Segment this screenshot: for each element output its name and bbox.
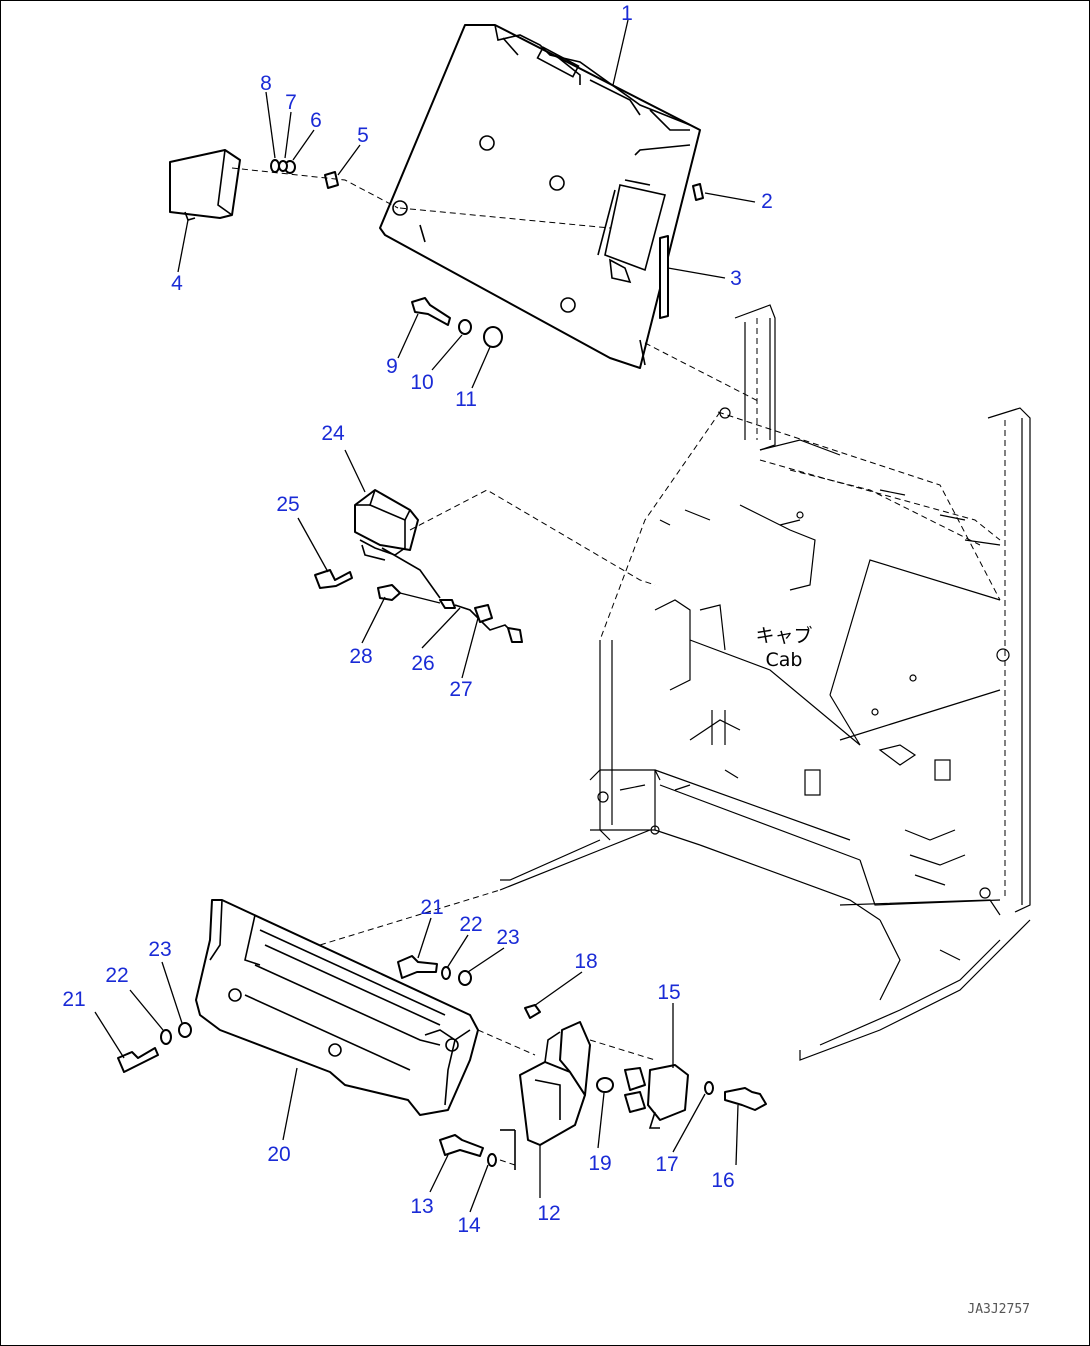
callout-15: 15 xyxy=(657,981,680,1004)
part-19-grommet xyxy=(596,1077,614,1093)
callout-10: 10 xyxy=(410,371,433,394)
part-15-relay xyxy=(624,1064,689,1129)
callout-19: 19 xyxy=(588,1152,611,1175)
part-21-bolt-left xyxy=(117,1047,159,1073)
callout-3: 3 xyxy=(730,267,742,290)
part-16-bolt xyxy=(724,1087,767,1111)
drawing-reference: JA3J2757 xyxy=(967,1302,1030,1317)
callout-12: 12 xyxy=(537,1202,560,1225)
top-cover-assembly xyxy=(379,24,761,403)
part-22-washer-left xyxy=(160,1029,172,1045)
callout-17: 17 xyxy=(655,1153,678,1176)
callout-13: 13 xyxy=(410,1195,433,1218)
callout-4: 4 xyxy=(171,272,183,295)
callout-26: 26 xyxy=(411,652,434,675)
callout-22-middle: 22 xyxy=(459,913,482,936)
part-22-washer-middle xyxy=(441,966,451,980)
callout-23-left: 23 xyxy=(148,938,171,961)
callout-20: 20 xyxy=(267,1143,290,1166)
callout-16: 16 xyxy=(711,1169,734,1192)
part-20-lower-cover xyxy=(195,899,479,1116)
cab-label-en: Cab xyxy=(766,649,803,671)
cab-label-jp: キャブ xyxy=(755,624,812,647)
part-10-washer xyxy=(458,319,472,335)
callout-22-left: 22 xyxy=(105,964,128,987)
part-25-bolt xyxy=(314,569,353,589)
part-3-seal-strip xyxy=(659,235,669,319)
callout-1: 1 xyxy=(621,2,633,25)
callout-28: 28 xyxy=(349,645,372,668)
callout-23-middle: 23 xyxy=(496,926,519,949)
callout-5: 5 xyxy=(357,124,369,147)
callout-14: 14 xyxy=(457,1214,481,1237)
part-28-clip xyxy=(377,584,401,601)
cab-frame xyxy=(499,304,1031,1061)
callout-2: 2 xyxy=(761,190,773,213)
callout-24: 24 xyxy=(321,422,345,445)
callout-11: 11 xyxy=(455,388,477,411)
part-14-washer xyxy=(487,1153,497,1167)
part-5-spring xyxy=(324,171,339,189)
part-13-bolt xyxy=(439,1134,484,1157)
callout-21-middle: 21 xyxy=(420,896,443,919)
part-21-bolt-middle xyxy=(397,955,438,979)
part-2-grommet xyxy=(692,183,704,201)
callout-9: 9 xyxy=(386,355,398,378)
part-17-washer xyxy=(704,1081,714,1095)
callout-25: 25 xyxy=(276,493,299,516)
callout-7: 7 xyxy=(285,91,297,114)
part-23-washer-left xyxy=(178,1022,192,1038)
part-4-small-cover xyxy=(169,149,241,221)
callout-8: 8 xyxy=(260,72,272,95)
part-24-controller xyxy=(354,489,419,561)
part-18-screw xyxy=(524,1004,541,1019)
part-8-nut xyxy=(270,159,280,173)
part-12-bracket xyxy=(500,1021,591,1170)
part-23-washer-middle xyxy=(458,970,472,986)
part-11-washer xyxy=(483,326,503,348)
callout-21-left: 21 xyxy=(62,988,85,1011)
callout-labels: 1 2 3 4 5 6 7 8 9 10 11 12 13 14 15 16 1… xyxy=(62,2,773,1237)
leader-lines xyxy=(94,19,756,1213)
callout-6: 6 xyxy=(310,109,322,132)
part-27-harness xyxy=(381,547,523,643)
callout-18: 18 xyxy=(574,950,597,973)
callout-27: 27 xyxy=(449,678,472,701)
part-7-washer xyxy=(278,160,288,172)
part-9-bolt xyxy=(411,297,451,326)
